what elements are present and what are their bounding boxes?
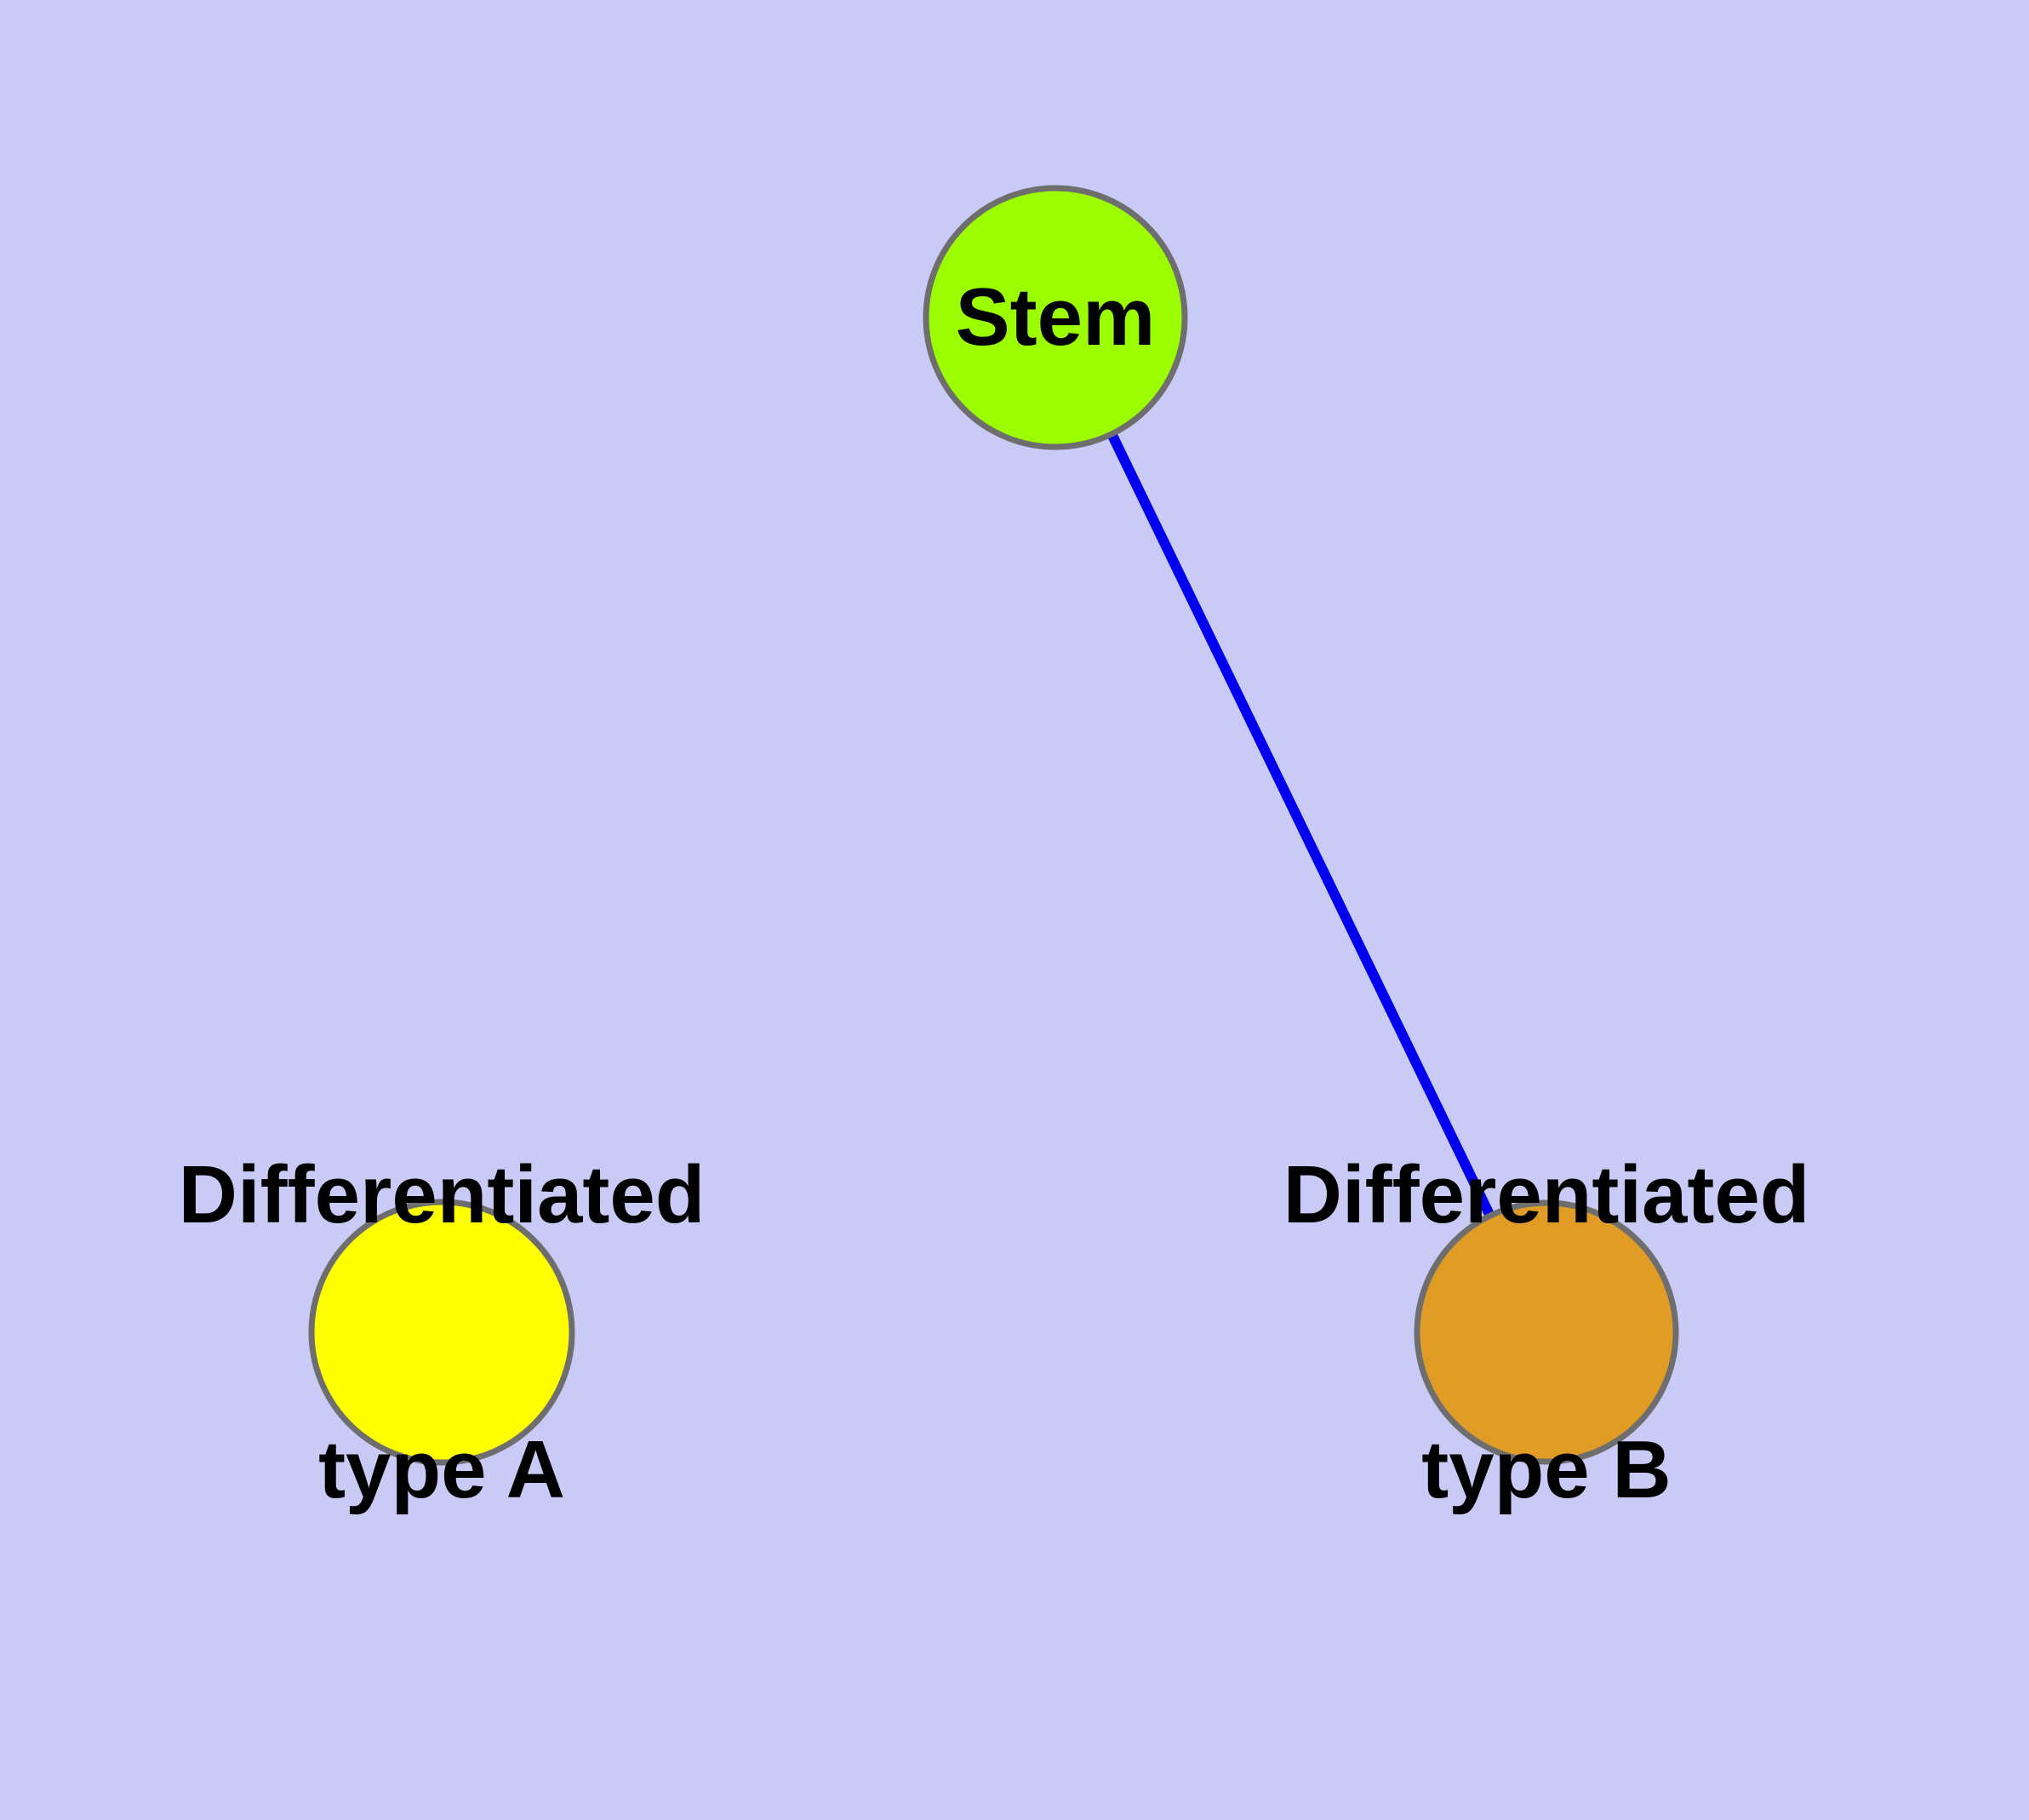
node-layer [308, 185, 1679, 1466]
node-differentiated-type-b[interactable] [1414, 1199, 1679, 1465]
node-differentiated-type-a[interactable] [308, 1199, 575, 1466]
node-stem[interactable] [923, 185, 1188, 450]
edge-stem-to-differentiated-type-a[interactable] [1107, 433, 1495, 1216]
edge-layer [1107, 433, 1495, 1216]
